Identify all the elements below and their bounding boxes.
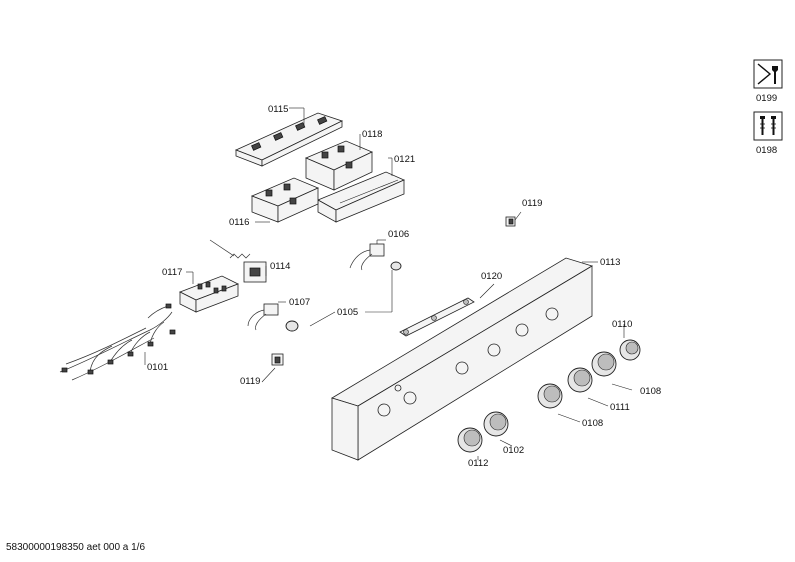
part-0111-knob[interactable] [567, 367, 593, 393]
part-0114-thermostat[interactable] [209, 239, 267, 283]
label-0112: 0112 [468, 458, 488, 469]
part-0107-lamp[interactable] [247, 303, 299, 332]
document-footer: 58300000198350 aet 000 a 1/6 [6, 542, 146, 553]
label-0199: 0199 [756, 93, 777, 104]
screws-icon[interactable] [753, 111, 783, 141]
part-0108-knob-b[interactable] [537, 383, 563, 409]
label-0114: 0114 [270, 261, 290, 272]
part-0116-switch-block[interactable] [250, 177, 320, 223]
label-0117: 0117 [162, 267, 182, 278]
wrench-icon[interactable] [753, 59, 783, 89]
part-0120-bracket-bar[interactable] [399, 297, 475, 337]
part-0121-housing[interactable] [317, 171, 405, 223]
label-0120: 0120 [481, 271, 502, 282]
part-0112-knob[interactable] [457, 427, 483, 453]
label-0105: 0105 [337, 307, 358, 318]
part-0119-clip-bottom[interactable] [271, 353, 284, 366]
part-0106-lamp-switch[interactable] [349, 243, 402, 271]
label-0118: 0118 [362, 129, 382, 140]
part-0115-bracket[interactable] [234, 112, 344, 167]
label-0108-b: 0108 [582, 418, 603, 429]
part-0118-switch-block[interactable] [304, 140, 373, 191]
label-0115: 0115 [268, 104, 288, 115]
label-0113: 0113 [600, 257, 620, 268]
label-0116: 0116 [229, 217, 249, 228]
part-0119-clip-top[interactable] [505, 216, 516, 227]
label-0111: 0111 [610, 402, 630, 413]
label-0119-bottom: 0119 [240, 376, 260, 387]
label-0101: 0101 [147, 362, 168, 373]
label-0119-top: 0119 [522, 198, 542, 209]
part-0113-control-panel[interactable] [331, 257, 593, 461]
label-0110: 0110 [612, 319, 632, 330]
label-0106: 0106 [388, 229, 409, 240]
part-0101-wiring-harness[interactable] [59, 303, 176, 381]
part-0110-knob[interactable] [619, 339, 641, 361]
label-0107: 0107 [289, 297, 310, 308]
part-0117-terminal-block[interactable] [179, 275, 239, 313]
part-0102-knob[interactable] [483, 411, 509, 437]
part-0108-knob-a[interactable] [591, 351, 617, 377]
label-0102: 0102 [503, 445, 524, 456]
label-0198: 0198 [756, 145, 777, 156]
label-0108-a: 0108 [640, 386, 661, 397]
label-0121: 0121 [394, 154, 415, 165]
